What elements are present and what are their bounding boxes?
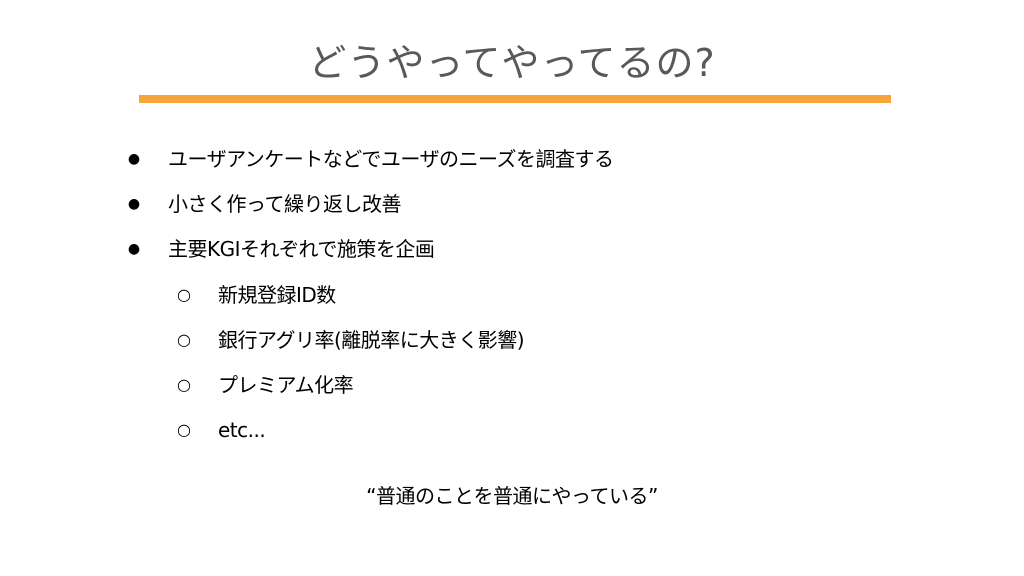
sub-bullet-marker: ○ — [177, 375, 191, 394]
bullet-text: ユーザアンケートなどでユーザのニーズを調査する — [168, 147, 614, 171]
sub-bullet-text: 新規登録ID数 — [218, 283, 336, 307]
sub-bullet-text: 銀行アグリ率(離脱率に大きく影響) — [218, 328, 525, 352]
slide-title: どうやってやってるの? — [308, 41, 716, 85]
bullet-marker: ● — [127, 196, 141, 212]
bullet-text: 主要KGIそれぞれで施策を企画 — [168, 237, 435, 261]
bullet-text: 小さく作って繰り返し改善 — [168, 192, 402, 216]
sub-bullet-marker: ○ — [177, 330, 191, 349]
sub-bullet-text: プレミアム化率 — [218, 373, 354, 397]
sub-bullet-marker: ○ — [177, 420, 191, 439]
bullet-marker: ● — [127, 151, 141, 167]
sub-bullet-text: etc... — [218, 418, 266, 442]
bullet-marker: ● — [127, 241, 141, 257]
title-underline — [139, 95, 891, 103]
slide-quote: “普通のことを普通にやっている” — [366, 484, 658, 508]
sub-bullet-marker: ○ — [177, 285, 191, 304]
